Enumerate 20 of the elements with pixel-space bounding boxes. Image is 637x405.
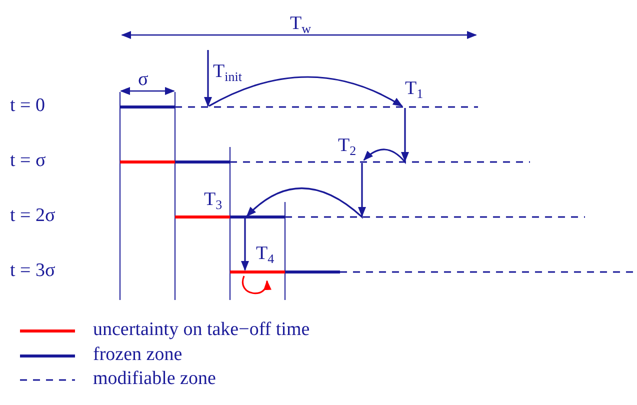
dimension-label: σ	[138, 70, 148, 89]
loop-arrow	[242, 276, 270, 294]
legend-label: modifiable zone	[93, 369, 216, 388]
arrow	[208, 76, 403, 107]
point-label: T$_{3}$	[204, 190, 222, 211]
legend-label: uncertainty on take−off time	[93, 320, 310, 339]
arrow	[363, 108, 409, 163]
legend-label: frozen zone	[93, 345, 182, 364]
arrow	[246, 163, 366, 218]
row-label: t = 3σ	[10, 261, 56, 280]
point-label: T$_{init}$	[213, 62, 242, 83]
point-label: T$_{1}$	[405, 79, 424, 100]
point-label: T$_{4}$	[256, 244, 274, 265]
point-label: T$_{2}$	[338, 136, 356, 157]
dimension-label: T$_{w}$	[290, 14, 311, 35]
arrow	[241, 218, 249, 271]
row-label: t = 0	[10, 96, 45, 115]
row-label: t = 2σ	[10, 206, 56, 225]
row-label: t = σ	[10, 151, 46, 170]
arrow	[204, 50, 212, 107]
